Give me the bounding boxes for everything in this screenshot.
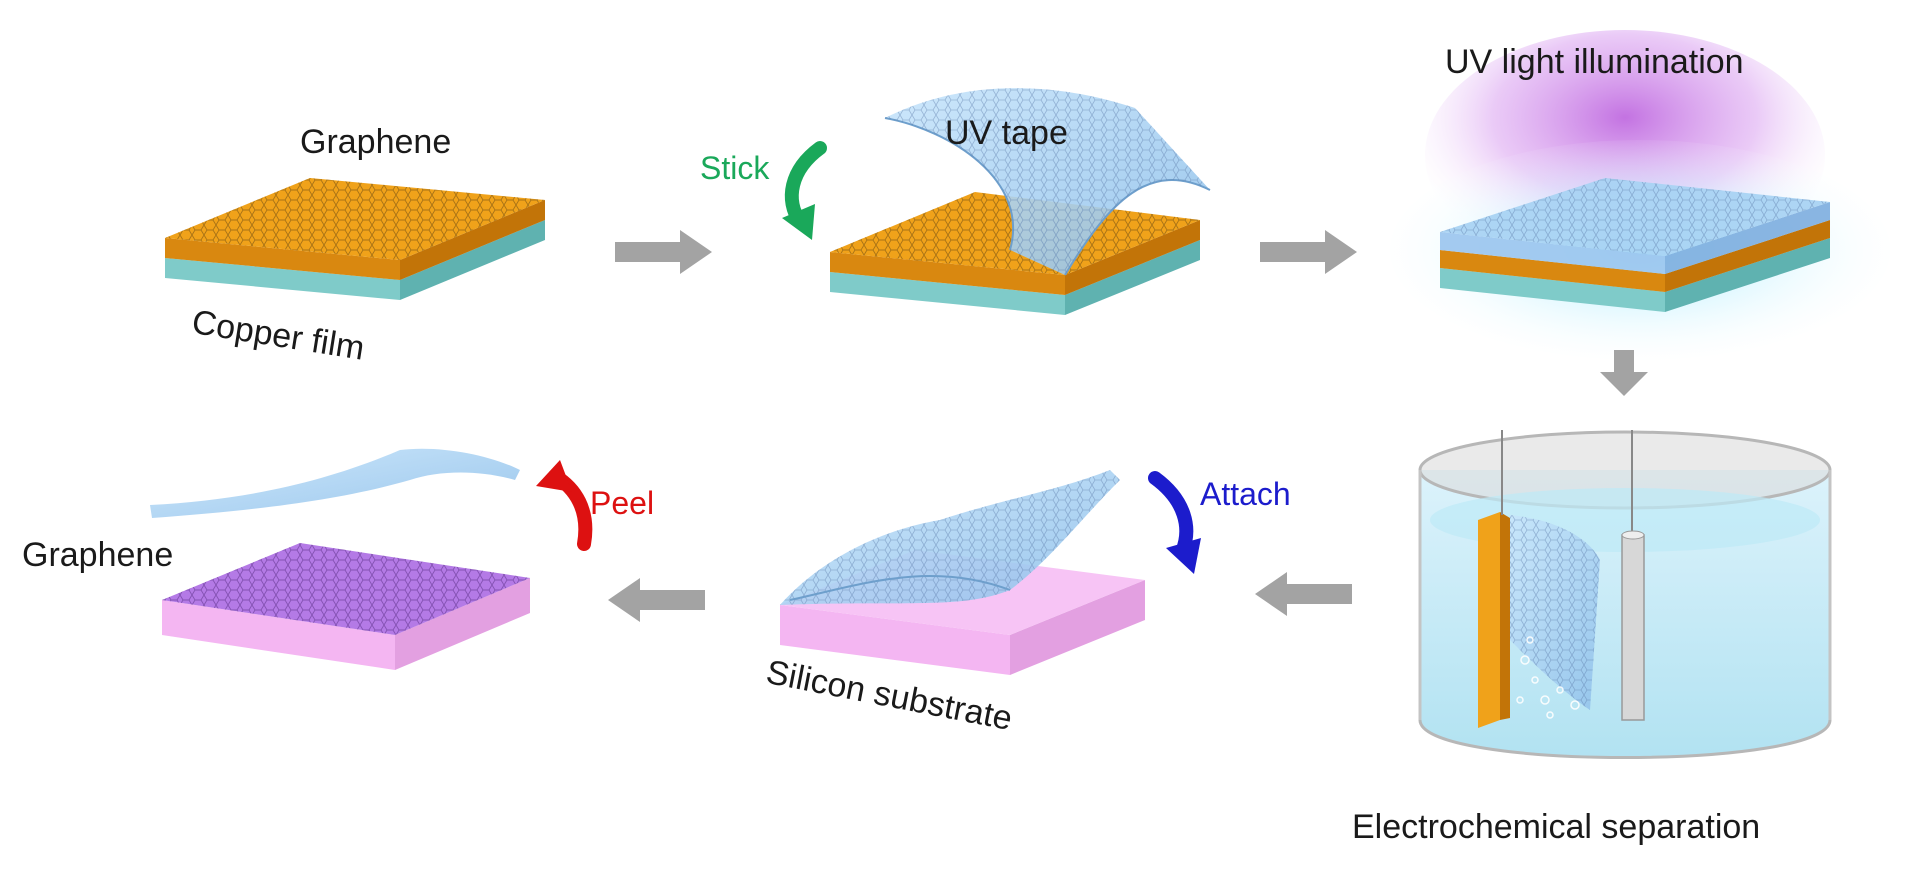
- arrow-right-1: [615, 230, 712, 274]
- step2-uv-tape: [830, 88, 1211, 315]
- label-attach: Attach: [1200, 476, 1291, 512]
- label-graphene-top: Graphene: [300, 123, 452, 161]
- arrow-left-2: [608, 578, 705, 622]
- peel-arrow-icon: [536, 460, 593, 551]
- label-uv-tape: UV tape: [945, 114, 1068, 152]
- step5-silicon-substrate: [780, 470, 1145, 675]
- attach-arrow-icon: [1148, 471, 1201, 574]
- step6-graphene-on-silicon: [150, 448, 530, 670]
- step1-graphene-on-copper: [165, 178, 545, 300]
- arrow-left-1: [1255, 572, 1352, 616]
- label-graphene-bottom: Graphene: [22, 536, 174, 574]
- label-peel: Peel: [590, 485, 655, 521]
- label-uv-light-illumination: UV light illumination: [1445, 43, 1744, 81]
- arrow-right-2: [1260, 230, 1357, 274]
- step4-electrochemical-beaker: [1418, 430, 1832, 759]
- step3-uv-illumination: [1390, 30, 1890, 360]
- arrow-down: [1600, 350, 1648, 396]
- label-stick: Stick: [700, 150, 770, 186]
- stick-arrow-icon: [782, 141, 827, 240]
- label-electrochemical-separation: Electrochemical separation: [1352, 808, 1761, 846]
